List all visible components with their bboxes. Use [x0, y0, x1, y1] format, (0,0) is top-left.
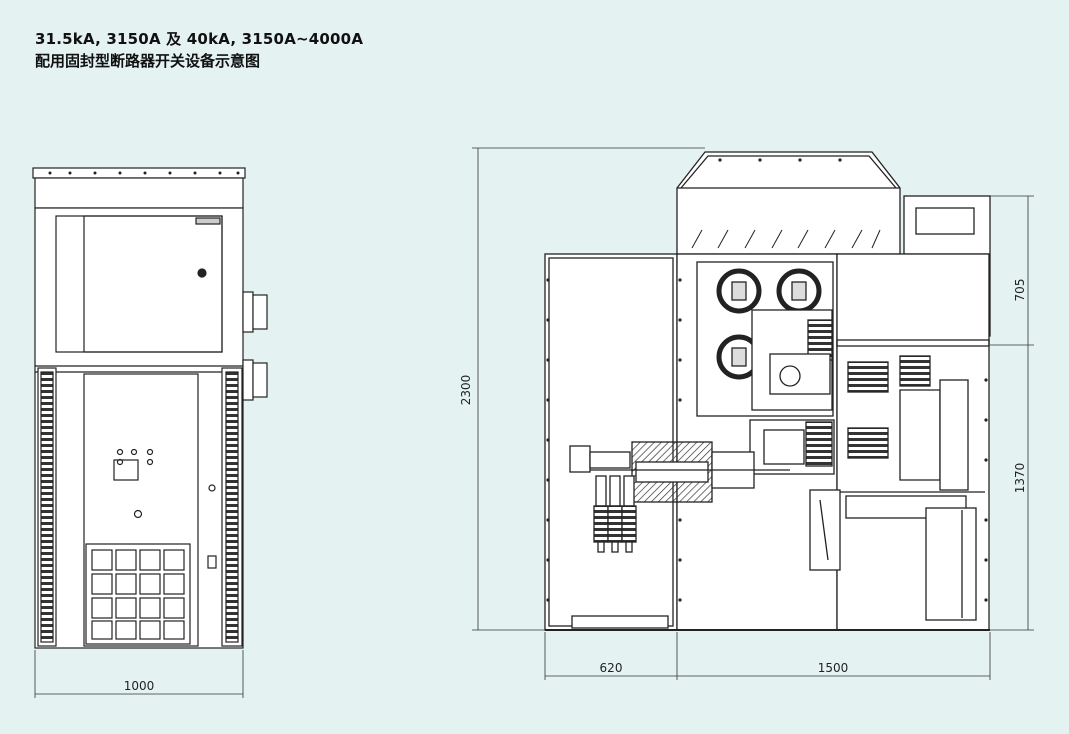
front-width-label: 1000 [124, 679, 155, 693]
overall-height-label: 2300 [459, 375, 473, 406]
front-width-dimension [34, 650, 244, 698]
title-line-1: 31.5kA, 3150A 及 40kA, 3150A~4000A [35, 30, 364, 48]
front-view [32, 167, 268, 649]
rear-width-label: 620 [600, 661, 623, 675]
lower-height-label: 1370 [1013, 463, 1027, 494]
title-line-2: 配用固封型断路器开关设备示意图 [35, 52, 261, 70]
front-width-label-side: 1500 [818, 661, 849, 675]
side-dimensions [472, 147, 1034, 680]
top-height-label: 705 [1013, 279, 1027, 302]
side-view [544, 151, 991, 631]
